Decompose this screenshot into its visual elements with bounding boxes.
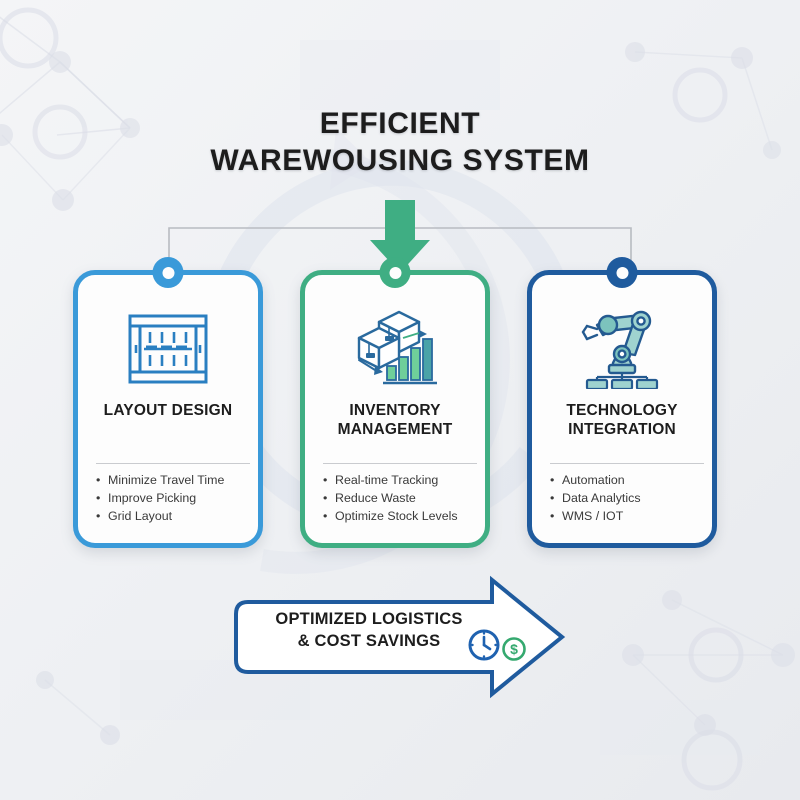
list-item: Minimize Travel Time bbox=[96, 471, 256, 489]
knob-hole bbox=[616, 266, 628, 279]
heading-line-1: TECHNOLOGY bbox=[566, 402, 678, 419]
card-bullets-inventory-management: Real-time Tracking Reduce Waste Optimize… bbox=[323, 471, 483, 525]
card-heading-layout-design: LAYOUT DESIGN bbox=[78, 401, 258, 420]
knob-hole bbox=[389, 266, 401, 279]
list-item: Reduce Waste bbox=[323, 489, 483, 507]
clock-icon bbox=[468, 629, 500, 661]
heading-text: LAYOUT DESIGN bbox=[103, 402, 233, 419]
banner-line-2: & COST SAVINGS bbox=[297, 632, 441, 650]
cards-row: LAYOUT DESIGN Minimize Travel Time Impro… bbox=[0, 257, 800, 555]
card-bullets-technology-integration: Automation Data Analytics WMS / IOT bbox=[550, 471, 710, 525]
list-item: Automation bbox=[550, 471, 710, 489]
card-knob-layout-design bbox=[152, 257, 184, 288]
title-line-2: WAREWOUSING SYSTEM bbox=[210, 144, 590, 177]
card-heading-technology-integration: TECHNOLOGY INTEGRATION bbox=[532, 401, 712, 439]
card-bullets-layout-design: Minimize Travel Time Improve Picking Gri… bbox=[96, 471, 256, 525]
svg-text:$: $ bbox=[510, 641, 518, 657]
outcome-banner[interactable]: OPTIMIZED LOGISTICS & COST SAVINGS bbox=[230, 572, 570, 702]
card-inventory-management[interactable]: INVENTORY MANAGEMENT Real-time Tracking … bbox=[300, 257, 490, 548]
card-divider bbox=[96, 463, 250, 464]
banner-text: OPTIMIZED LOGISTICS & COST SAVINGS bbox=[254, 608, 484, 652]
title-line-1: EFFICIENT bbox=[319, 107, 481, 140]
knob-hole bbox=[162, 266, 174, 279]
card-layout-design[interactable]: LAYOUT DESIGN Minimize Travel Time Impro… bbox=[73, 257, 263, 548]
list-item: Grid Layout bbox=[96, 507, 256, 525]
warehouse-rack-icon bbox=[78, 305, 258, 393]
list-item: Real-time Tracking bbox=[323, 471, 483, 489]
card-divider bbox=[550, 463, 704, 464]
banner-icons: $ bbox=[467, 628, 537, 667]
list-item: WMS / IOT bbox=[550, 507, 710, 525]
card-technology-integration[interactable]: TECHNOLOGY INTEGRATION Automation Data A… bbox=[527, 257, 717, 548]
heading-line-2: MANAGEMENT bbox=[337, 421, 453, 438]
boxes-bar-chart-icon bbox=[305, 305, 485, 393]
card-heading-inventory-management: INVENTORY MANAGEMENT bbox=[305, 401, 485, 439]
list-item: Improve Picking bbox=[96, 489, 256, 507]
dollar-circle-icon: $ bbox=[502, 637, 526, 661]
banner-line-1: OPTIMIZED LOGISTICS bbox=[275, 610, 463, 628]
heading-line-2: INTEGRATION bbox=[568, 421, 676, 438]
robotic-arm-icon bbox=[532, 305, 712, 393]
list-item: Optimize Stock Levels bbox=[323, 507, 483, 525]
heading-line-1: INVENTORY bbox=[349, 402, 441, 419]
card-knob-inventory-management bbox=[379, 257, 411, 288]
card-divider bbox=[323, 463, 477, 464]
page-title: EFFICIENT WAREWOUSING SYSTEM bbox=[0, 105, 800, 179]
list-item: Data Analytics bbox=[550, 489, 710, 507]
card-knob-technology-integration bbox=[606, 257, 638, 288]
